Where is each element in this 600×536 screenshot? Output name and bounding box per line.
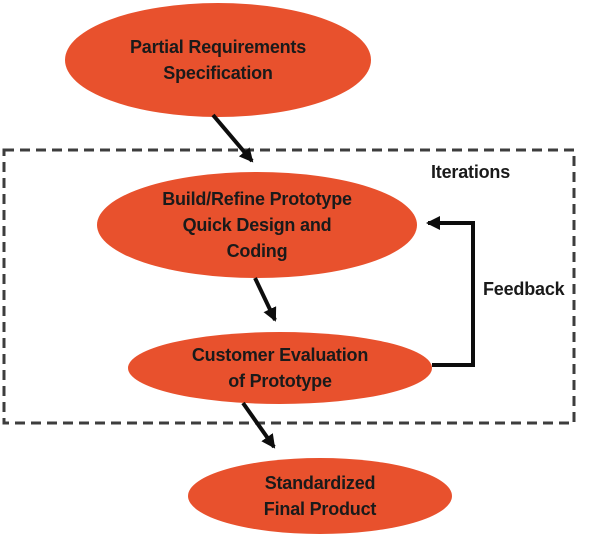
node-label-line: Customer Evaluation bbox=[191, 345, 369, 365]
node-label-line: Specification bbox=[163, 63, 273, 83]
node-partial-requirements: Partial Requirements Specification bbox=[65, 3, 371, 117]
arrow-build-to-customer bbox=[253, 277, 277, 322]
node-standardized-final-product: Standardized Final Product bbox=[188, 458, 452, 534]
node-build-refine-prototype: Build/Refine Prototype Quick Design and … bbox=[97, 172, 417, 278]
iterations-label: Iterations bbox=[431, 162, 511, 182]
node-label-line: Partial Requirements bbox=[129, 37, 307, 57]
node-label-line: of Prototype bbox=[228, 371, 332, 391]
node-label-line: Final Product bbox=[263, 499, 377, 519]
feedback-label: Feedback bbox=[483, 279, 565, 299]
node-label-line: Standardized bbox=[264, 473, 376, 493]
node-label-line: Coding bbox=[226, 241, 288, 261]
arrow-partial-to-build bbox=[211, 113, 254, 163]
node-label-line: Build/Refine Prototype bbox=[162, 189, 352, 209]
feedback-arrow bbox=[426, 216, 475, 367]
node-customer-evaluation: Customer Evaluation of Prototype bbox=[128, 332, 432, 404]
arrow-customer-to-final bbox=[241, 401, 276, 449]
node-label-line: Quick Design and bbox=[182, 215, 332, 235]
